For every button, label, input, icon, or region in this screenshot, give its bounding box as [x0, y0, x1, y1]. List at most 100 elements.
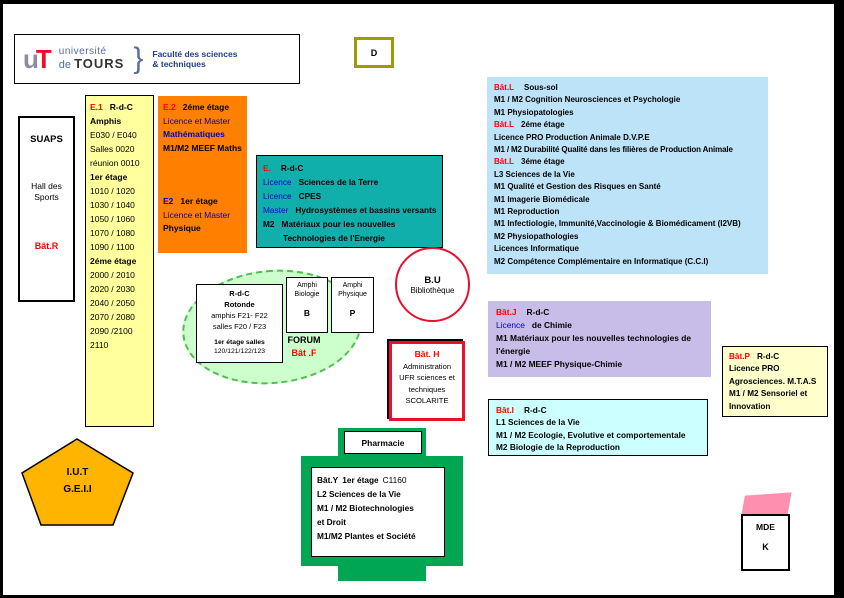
e2-floor-bottom: 1er étage [180, 196, 218, 206]
batl-floor: Sous-sol [524, 83, 558, 92]
forum-room-line: 120/121/122/123 [213, 348, 266, 355]
batl-program-line: M1 / M2 Cognition Neurosciences et Psych… [494, 95, 681, 105]
building-mde: MDE K [741, 514, 790, 571]
university-name: université de TOURS [59, 46, 125, 72]
bati-code: Bât.I [496, 405, 514, 415]
bati-program-line: M2 Biologie de la Reproduction [496, 442, 620, 453]
faculty-name: Faculté des sciences & techniques [152, 49, 237, 69]
amphi-bio-name2: Biologie [294, 290, 320, 298]
e1-line: 1070 / 1080 [90, 228, 135, 238]
logo-letter-t: T [35, 44, 52, 74]
baty-code: Bât.Y [317, 475, 339, 485]
batl-code: Bât.L [494, 157, 514, 167]
suaps-title: SUAPS [30, 134, 63, 145]
suaps-sub-line2: Sports [34, 192, 59, 202]
e1-line: 1010 / 1020 [90, 186, 135, 196]
e1-line: 2éme étage [90, 256, 137, 266]
logo-tours-line: de TOURS [59, 57, 125, 72]
pentagon-shape [21, 438, 134, 526]
batp-program-line: Innovation [729, 401, 771, 411]
batl-program-line: M1 Reproduction [494, 207, 560, 217]
forum-room-line: amphis F21- F22 [211, 311, 268, 320]
library-bu: B.U Bibliothèque [395, 247, 470, 322]
baty-program-line: M1 / M2 Biotechnologies [317, 503, 414, 513]
building-suaps: SUAPS Hall des Sports Bât.R [18, 116, 75, 302]
building-iut: I.U.T G.E.I.I [20, 437, 135, 527]
batj-program-line: l'énergie [496, 346, 531, 356]
bath-line: Administration [402, 361, 452, 371]
amphi-physique: Amphi Physique P [331, 277, 374, 333]
batl-program-line: Licences Informatique [494, 244, 579, 254]
e1-floor: R-d-C [109, 102, 133, 112]
e-program-lead: Licence [263, 177, 292, 187]
e-program-lead: M2 [263, 219, 275, 229]
e-program-lead: Master [263, 205, 289, 215]
e1-line: Amphis [90, 116, 122, 126]
logo-letter-u: u [23, 44, 39, 74]
batj-header: Bât.J R-d-C [496, 306, 703, 319]
batj-program-line: M1 Matériaux pour les nouvelles technolo… [496, 333, 692, 343]
bath-line: techniques [408, 384, 446, 394]
building-d: D [354, 37, 394, 68]
logo-brace: } [133, 42, 144, 75]
iut-label: I.U.T [66, 467, 89, 478]
forum-rooms-box: R-d-C Rotonde amphis F21- F22 salles F20… [196, 284, 283, 363]
suaps-sub-line1: Hall des [31, 181, 62, 191]
suaps-bat-label: Bât.R [34, 241, 59, 251]
forum-room-line: salles F20 / F23 [212, 322, 267, 331]
baty-floor: 1er étage [342, 475, 379, 485]
ut-logo-mark-icon: uT [23, 46, 52, 72]
iut-geii-label: G.E.I.I [63, 484, 92, 495]
e-code: E. [263, 163, 271, 173]
frame-border-left [0, 0, 3, 598]
building-l-info: Bât.L Sous-sol M1 / M2 Cognition Neurosci… [487, 77, 768, 274]
baty-program-line: M1/M2 Plantes et Société [317, 531, 416, 541]
forum-title: FORUM [287, 335, 321, 345]
batj-floor: R-d-C [526, 307, 550, 317]
bati-program-line: L1 Sciences de la Vie [496, 417, 580, 428]
batl-program-line: M2 Compétence Complémentaire en Informat… [494, 256, 709, 266]
e1-line: 2070 / 2080 [90, 312, 135, 322]
forum-bat-label: Bât .F [291, 348, 317, 358]
e1-line: 2020 / 2030 [90, 284, 135, 294]
forum-label: FORUM Bât .F [268, 334, 340, 360]
amphi-phy-name1: Amphi [342, 282, 363, 289]
logo-universite-text: université [58, 46, 107, 57]
e1-line: 2090 /2100 [90, 326, 133, 336]
amphi-bio-name1: Amphi [297, 282, 317, 289]
batl-program-line: M2 Physiopathologies [494, 231, 579, 241]
logo-de-text: de [58, 59, 75, 71]
e1-code: E.1 [90, 102, 103, 112]
forum-room-line: 1er étage salles [214, 339, 265, 346]
e2-line: Physique [163, 223, 201, 233]
faculty-line1: Faculté des sciences [152, 49, 238, 59]
batl-program-line: M1 Physiopatologies [494, 107, 574, 117]
e1-line: 2000 / 2010 [90, 270, 135, 280]
e-program-lead: Licence [263, 191, 292, 201]
baty-program-line: et Droit [317, 517, 347, 527]
logo-tours-text: TOURS [74, 56, 125, 71]
building-d-label: D [370, 47, 378, 58]
batp-program-line: Agrosciences. M.T.A.S [729, 376, 817, 386]
e2-code: E.2 [163, 102, 176, 112]
e1-line: E030 / E040 [90, 130, 137, 140]
bath-line: SCOLARITE [405, 396, 449, 405]
faculty-line2: & techniques [152, 59, 206, 69]
e2-line: Licence et Master [163, 209, 231, 220]
e1-line: Salles 0020 [90, 144, 135, 154]
bath-code: Bât. H [414, 349, 440, 359]
batj-code: Bât.J [496, 307, 517, 317]
